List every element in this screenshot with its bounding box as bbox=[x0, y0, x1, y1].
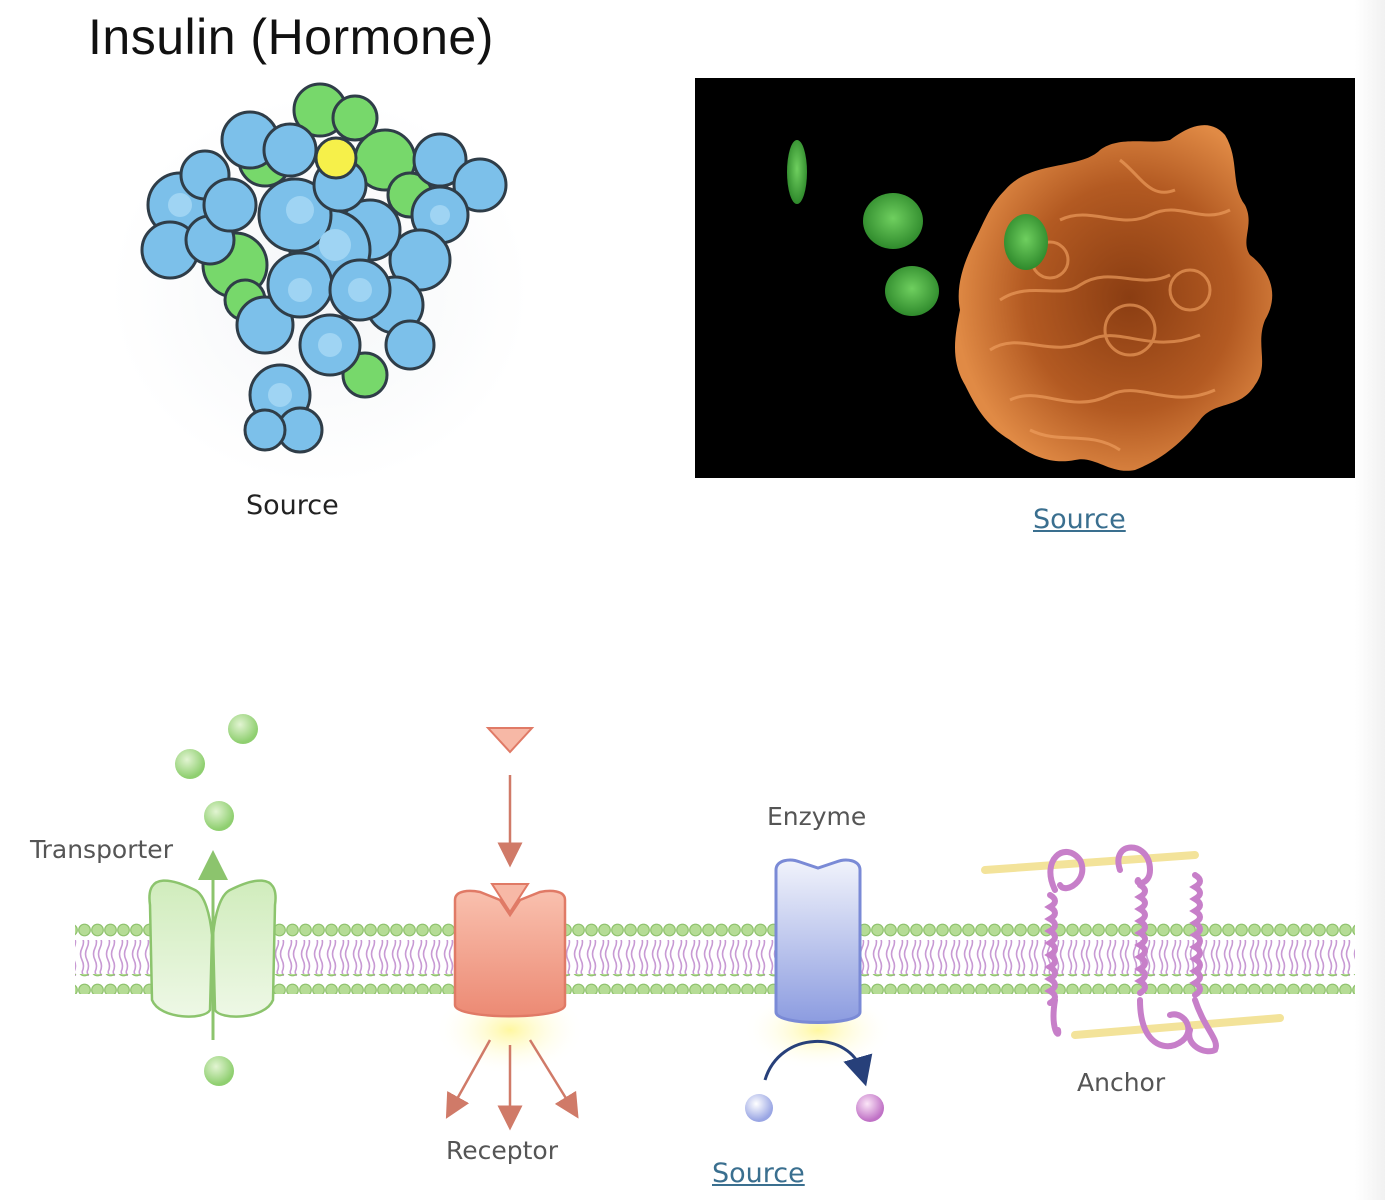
receptor-label: Receptor bbox=[446, 1136, 558, 1165]
transporter-label: Transporter bbox=[30, 835, 173, 864]
anchor-protein bbox=[981, 844, 1284, 1055]
slide-edge-shade bbox=[1355, 0, 1385, 1200]
receptor-protein bbox=[435, 727, 585, 1131]
membrane-source-link[interactable]: Source bbox=[712, 1158, 805, 1189]
transporter-protein bbox=[148, 714, 277, 1086]
page-title: Insulin (Hormone) bbox=[88, 9, 494, 65]
insulin-source-caption: Source bbox=[246, 490, 339, 521]
anchor-label: Anchor bbox=[1077, 1068, 1166, 1097]
enzyme-label: Enzyme bbox=[767, 802, 867, 831]
enzyme-protein bbox=[743, 858, 893, 1122]
enzyme-image-source-link[interactable]: Source bbox=[1033, 504, 1126, 535]
